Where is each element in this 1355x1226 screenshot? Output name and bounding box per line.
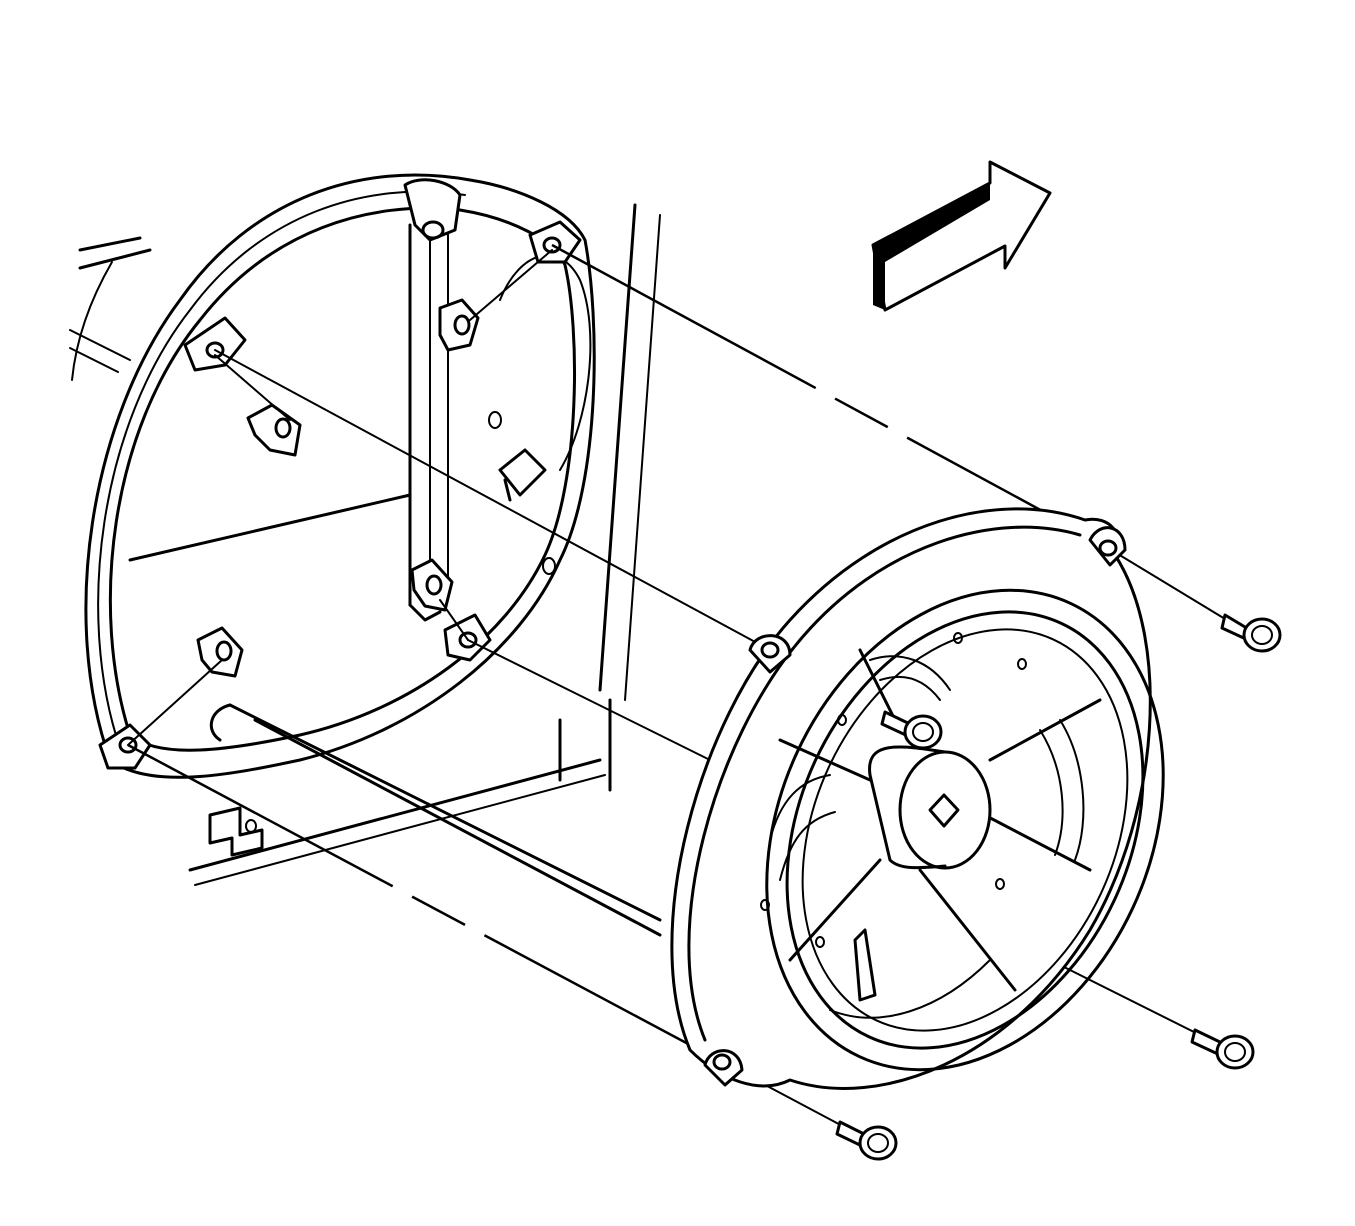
door-speaker-opening bbox=[84, 173, 662, 937]
speaker-nut-clip bbox=[196, 298, 480, 678]
view-direction-arrow bbox=[871, 160, 1052, 312]
speaker-assembly bbox=[670, 507, 1165, 1090]
speaker-mounting-bolt bbox=[835, 613, 1282, 1161]
door-inner-panel bbox=[69, 203, 661, 886]
